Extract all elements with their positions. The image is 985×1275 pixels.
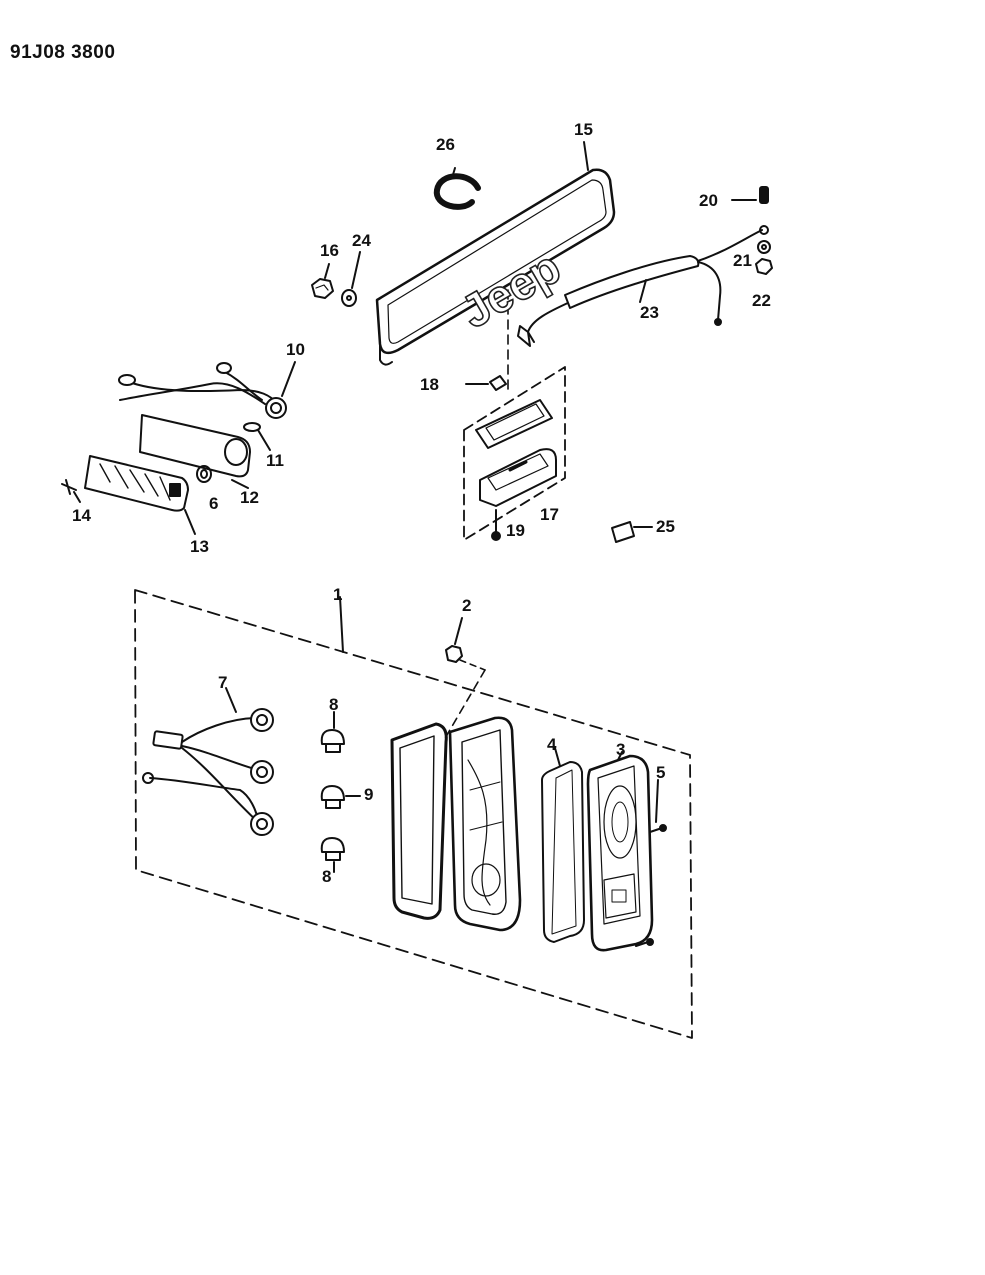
callout-4: 4	[547, 735, 557, 754]
bulb-part-11	[243, 422, 271, 451]
callout-8-bottom: 8	[322, 867, 331, 886]
callout-23: 23	[640, 303, 659, 322]
callout-9: 9	[364, 785, 373, 804]
callout-25: 25	[656, 517, 675, 536]
callout-26: 26	[436, 135, 455, 154]
callout-2: 2	[462, 596, 471, 615]
marker-lamp-harness-part	[118, 361, 296, 419]
bulb-part-9	[320, 785, 361, 809]
callout-11: 11	[266, 451, 284, 470]
tail-lamp-assembly-boundary	[134, 589, 693, 1039]
grommet-part	[196, 465, 212, 483]
nut-part-22	[755, 258, 773, 275]
callout-16: 16	[320, 241, 339, 260]
callout-19: 19	[506, 521, 525, 540]
callout-17: 17	[540, 505, 559, 524]
lens-screw-part	[635, 779, 667, 947]
callout-14: 14	[72, 506, 91, 525]
bulb-part-8-bottom	[320, 837, 345, 873]
bulb-part-8-top	[320, 711, 345, 753]
tail-lamp-housing-part	[390, 716, 522, 932]
lens-gasket-part	[541, 747, 585, 943]
side-marker-lens-part	[84, 455, 196, 535]
screw-part	[731, 186, 769, 204]
nut-part-2	[443, 617, 486, 741]
callout-18: 18	[420, 375, 439, 394]
nut-part	[311, 263, 334, 299]
callout-20: 20	[699, 191, 718, 210]
screw-part-14	[61, 479, 81, 503]
callout-1: 1	[333, 585, 342, 604]
callout-24: 24	[352, 231, 371, 250]
callout-22: 22	[752, 291, 771, 310]
callout-8-top: 8	[329, 695, 338, 714]
callout-13: 13	[190, 537, 209, 556]
callout-10: 10	[286, 340, 305, 359]
marker-lamp-housing-part	[139, 414, 251, 489]
callout-15: 15	[574, 120, 593, 139]
callout-21: 21	[733, 251, 752, 270]
tail-lamp-lens-part	[586, 751, 654, 952]
callout-7: 7	[218, 673, 227, 692]
clip-ring-part	[433, 167, 481, 210]
washer-part	[341, 251, 361, 307]
tail-lamp-harness-part	[142, 687, 274, 836]
jeep-bezel-part	[375, 141, 616, 366]
license-lamp-harness-part	[517, 225, 769, 347]
clip-part-25	[611, 521, 653, 543]
callout-6: 6	[209, 494, 218, 513]
washer-part-21	[757, 240, 771, 254]
callout-5: 5	[656, 763, 665, 782]
diagram-code: 91J08 3800	[10, 42, 116, 63]
license-lamp-group	[463, 289, 566, 541]
callout-labels: 1 2 3 4 5 6 7 8 8 9 10 11 12 13 14 15 16…	[72, 120, 771, 886]
callout-12: 12	[240, 488, 259, 507]
callout-3: 3	[616, 740, 625, 759]
